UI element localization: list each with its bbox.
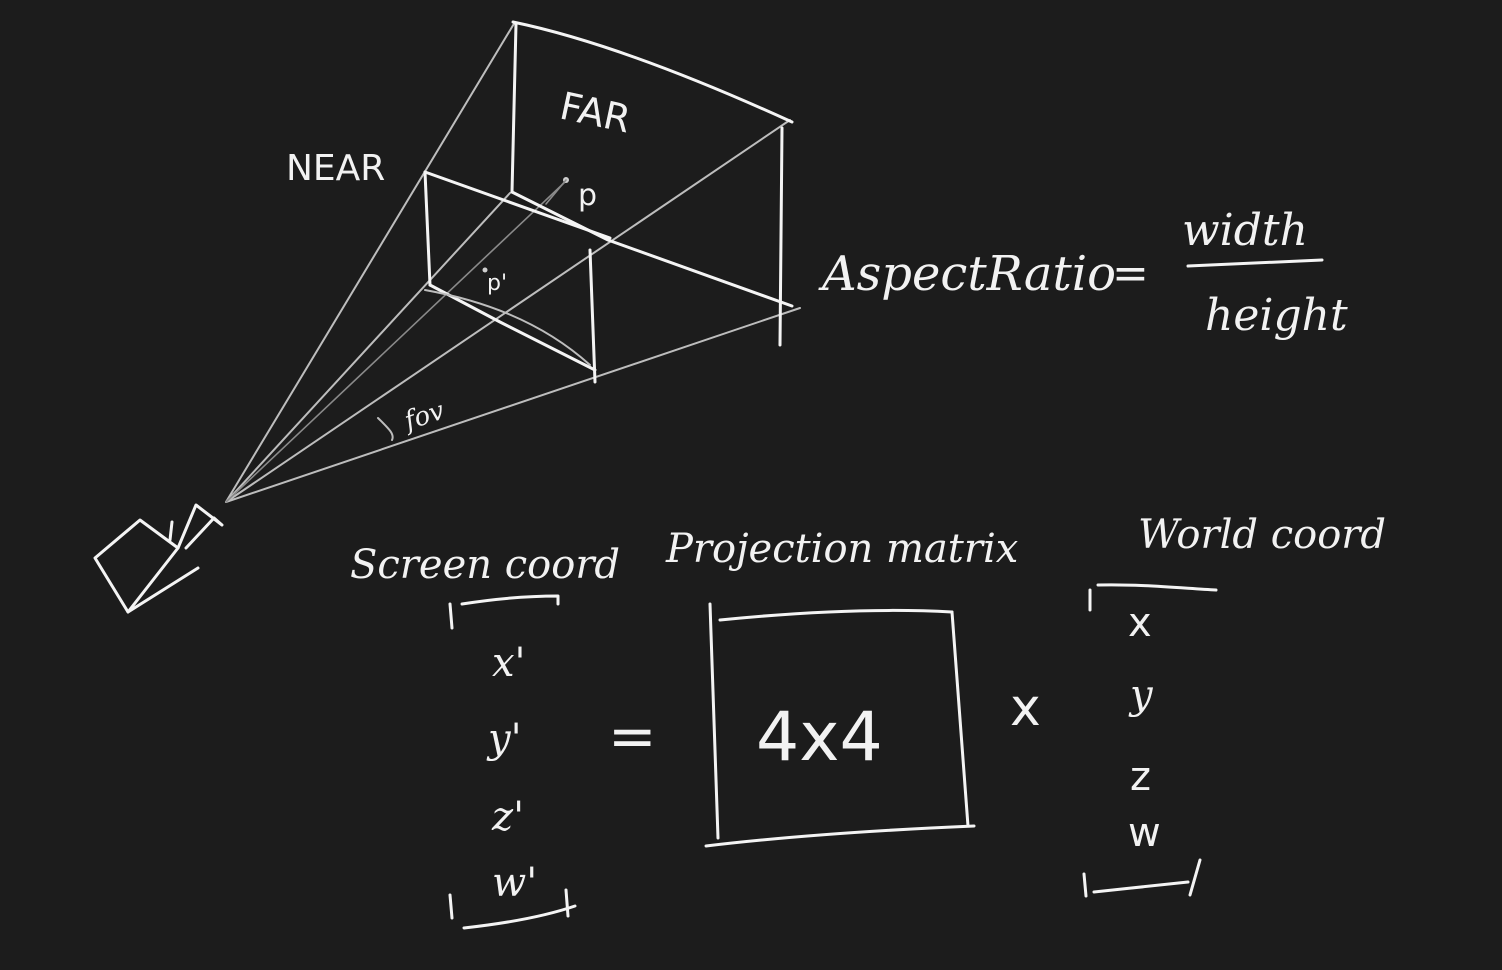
svg-text:p: p [578, 178, 597, 213]
screen-y: y' [486, 716, 522, 762]
screen-z: z' [491, 794, 524, 840]
aspect-ratio-formula: AspectRatio = width height [818, 205, 1348, 341]
world-z: z [1130, 754, 1151, 800]
aspect-ratio-label: AspectRatio [818, 246, 1116, 302]
world-y: y [1128, 672, 1154, 718]
frustum-rays [225, 21, 801, 503]
near-plane [423, 170, 612, 384]
equation-times: x [1010, 678, 1041, 738]
point-p-prime: p' [482, 267, 507, 296]
screen-x: x' [492, 640, 526, 686]
equation-equals: = [608, 702, 657, 770]
aspect-denominator: height [1205, 290, 1348, 341]
screen-coord-heading: Screen coord [350, 542, 620, 588]
world-vector-bracket [1082, 583, 1218, 898]
screen-vector: x' y' z' w' [486, 640, 537, 906]
aspect-equals: = [1112, 248, 1149, 299]
aspect-numerator: width [1182, 205, 1308, 256]
screen-w: w' [492, 860, 537, 906]
projection-matrix-box: 4x4 [704, 602, 976, 848]
world-vector: x y z w [1128, 600, 1161, 856]
far-plane [510, 20, 794, 347]
matrix-size-label: 4x4 [756, 698, 883, 777]
projection-matrix-heading: Projection matrix [665, 526, 1018, 572]
world-x: x [1128, 600, 1152, 646]
far-label: FAR [556, 84, 634, 142]
fov-annotation: fov [377, 396, 448, 441]
world-w: w [1128, 810, 1161, 856]
world-coord-heading: World coord [1138, 512, 1386, 558]
svg-text:p': p' [487, 271, 507, 296]
screen-vector-bracket [448, 594, 577, 930]
svg-text:fov: fov [399, 396, 448, 438]
near-label: NEAR [286, 148, 385, 189]
camera-icon [93, 503, 224, 614]
point-p: p [545, 177, 597, 213]
